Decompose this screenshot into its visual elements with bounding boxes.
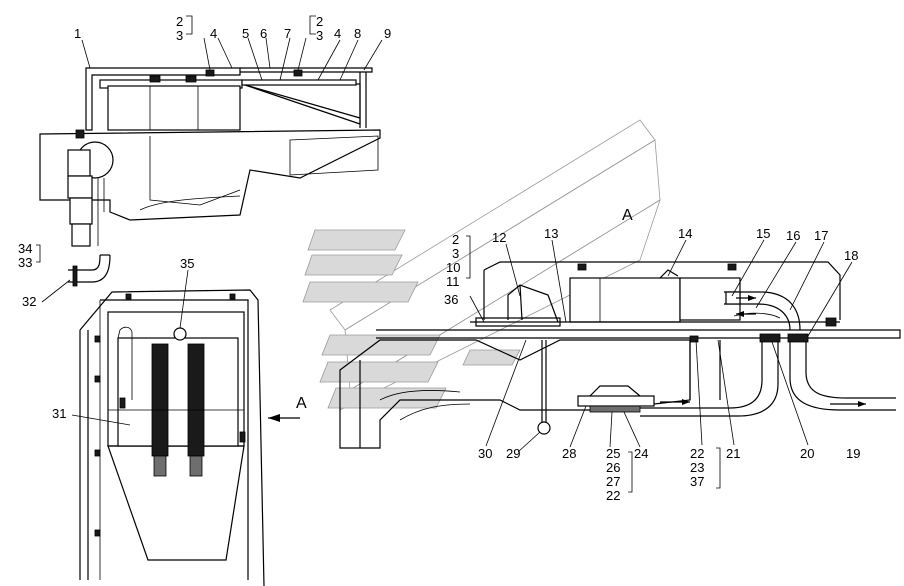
callout-6: 6 — [260, 26, 267, 41]
callout-3: 3 — [176, 28, 183, 43]
callout-14: 14 — [678, 226, 692, 241]
callout-7: 7 — [284, 26, 291, 41]
callout-32: 32 — [22, 294, 36, 309]
callout-25: 25 — [606, 446, 620, 461]
callout-16: 16 — [786, 228, 800, 243]
bottom-left-view-a — [79, 289, 265, 586]
callout-3: 3 — [452, 246, 459, 261]
callout-23: 23 — [690, 460, 704, 475]
callout-34: 34 — [18, 241, 32, 256]
leader-lines — [41, 37, 853, 453]
callout-15: 15 — [756, 226, 770, 241]
callout-29: 29 — [506, 446, 520, 461]
callout-22: 22 — [606, 488, 620, 503]
hose-fitting-32-34 — [68, 254, 111, 287]
callout-37: 37 — [690, 474, 704, 489]
right-main-view — [339, 261, 901, 449]
callout-12: 12 — [492, 230, 506, 245]
callout-36: 36 — [444, 292, 458, 307]
callout-27: 27 — [606, 474, 620, 489]
callout-4: 4 — [210, 26, 217, 41]
callout-labels: 1 2 3 4 5 6 7 2 3 4 8 9 34 33 32 35 31 2… — [18, 14, 860, 503]
callout-28: 28 — [562, 446, 576, 461]
callout-4: 4 — [334, 26, 341, 41]
callout-13: 13 — [544, 226, 558, 241]
callout-17: 17 — [814, 228, 828, 243]
view-arrow-a — [268, 414, 300, 422]
callout-2: 2 — [316, 14, 323, 29]
callout-35: 35 — [180, 256, 194, 271]
top-left-side-view — [39, 67, 381, 247]
callout-31: 31 — [52, 406, 66, 421]
callout-18: 18 — [844, 248, 858, 263]
callout-24: 24 — [634, 446, 648, 461]
callout-2: 2 — [176, 14, 183, 29]
callout-5: 5 — [242, 26, 249, 41]
callout-22: 22 — [690, 446, 704, 461]
callout-1: 1 — [74, 26, 81, 41]
callout-33: 33 — [18, 255, 32, 270]
callout-21: 21 — [726, 446, 740, 461]
callout-19: 19 — [846, 446, 860, 461]
view-marker-a-arrow: A — [296, 395, 307, 412]
callout-2: 2 — [452, 232, 459, 247]
callout-3: 3 — [316, 28, 323, 43]
callout-8: 8 — [354, 26, 361, 41]
callout-9: 9 — [384, 26, 391, 41]
callout-10: 10 — [446, 260, 460, 275]
callout-20: 20 — [800, 446, 814, 461]
callout-30: 30 — [478, 446, 492, 461]
background-perspective-sketch — [302, 119, 661, 411]
view-marker-a-top: A — [622, 207, 633, 224]
label-brackets — [36, 15, 721, 493]
callout-11: 11 — [446, 274, 460, 289]
callout-26: 26 — [606, 460, 620, 475]
